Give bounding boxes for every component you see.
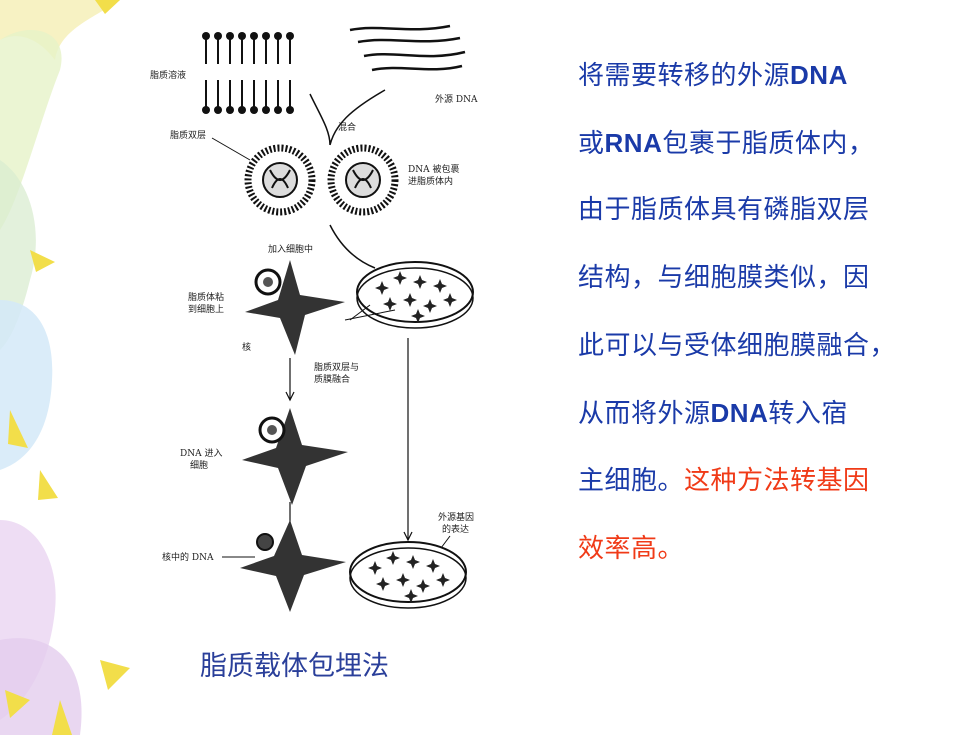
merge-arrow bbox=[309, 89, 386, 146]
dna-strands-icon bbox=[349, 24, 466, 72]
background-decoration bbox=[0, 0, 130, 735]
text-span: 主细胞。 bbox=[578, 466, 685, 497]
label-fusion-1: 脂质双层与 bbox=[314, 361, 359, 373]
text-line-3: 由于脂质体具有磷脂双层 bbox=[578, 195, 870, 226]
text-span: 将需要转移的外源 bbox=[578, 61, 791, 91]
text-span: DNA bbox=[710, 398, 769, 429]
connector-line bbox=[344, 309, 396, 321]
pointer-line bbox=[349, 304, 371, 321]
liposome-diagram: 脂质溶液 外源 DNA 混合 脂质双层 DNA 被包裹 进脂质体内 加入细 bbox=[150, 24, 478, 612]
text-line-2: 或RNA包裹于脂质体内， bbox=[578, 126, 978, 160]
label-dna-in-nucleus: 核中的 DNA bbox=[162, 551, 214, 563]
label-dna-enter-1: DNA 进入 bbox=[180, 448, 222, 459]
highlighted-text: 这种方法转基因 bbox=[684, 466, 870, 497]
text-line-6: 从而将外源DNA转入宿 bbox=[578, 396, 978, 430]
lipid-bilayer-icon bbox=[202, 32, 294, 114]
figure-caption: 脂质载体包埋法 bbox=[200, 651, 389, 682]
cell-icon bbox=[242, 408, 348, 505]
text-span: 转入宿 bbox=[768, 399, 848, 430]
label-lipid-bind-1: 脂质体粘 bbox=[188, 291, 224, 303]
text-span: 从而将外源 bbox=[578, 399, 711, 430]
label-mix: 混合 bbox=[338, 121, 356, 133]
text-line-7: 主细胞。这种方法转基因 bbox=[578, 464, 978, 498]
arrow-curve bbox=[329, 224, 376, 269]
petri-dish-icon bbox=[356, 261, 474, 329]
text-span: DNA bbox=[790, 60, 848, 90]
label-lipid-bind-2: 到细胞上 bbox=[188, 303, 224, 315]
label-dna-wrapped-2: 进脂质体内 bbox=[408, 175, 453, 187]
text-span: RNA bbox=[604, 127, 663, 158]
label-dna-enter-2: 细胞 bbox=[190, 459, 208, 471]
text-line-8: 效率高。 bbox=[578, 533, 685, 564]
label-nucleus: 核 bbox=[242, 341, 251, 353]
liposome-with-dna-icon bbox=[327, 144, 399, 216]
text-line-1: 将需要转移的外源DNA bbox=[578, 58, 978, 92]
body-text: 将需要转移的外源DNA 或RNA包裹于脂质体内， 由于脂质体具有磷脂双层 结构，… bbox=[578, 58, 978, 600]
label-foreign-dna: 外源 DNA bbox=[435, 93, 478, 105]
label-expression-2: 的表达 bbox=[442, 523, 469, 535]
petri-dish-icon bbox=[349, 541, 467, 609]
text-span: 或 bbox=[578, 128, 605, 159]
liposome-icon bbox=[244, 144, 316, 216]
label-add-to-cells: 加入细胞中 bbox=[268, 243, 313, 255]
label-lipid-solution: 脂质溶液 bbox=[150, 69, 186, 81]
label-fusion-2: 质膜融合 bbox=[314, 373, 350, 385]
cell-icon bbox=[245, 260, 345, 355]
cell-icon bbox=[240, 520, 346, 612]
text-line-4: 结构，与细胞膜类似，因 bbox=[578, 263, 870, 294]
text-span: 包裹于脂质体内， bbox=[662, 128, 875, 159]
pointer-line bbox=[211, 137, 251, 161]
text-line-5: 此可以与受体细胞膜融合， bbox=[578, 330, 897, 361]
label-expression-1: 外源基因 bbox=[438, 511, 474, 523]
label-lipid-bilayer: 脂质双层 bbox=[170, 129, 206, 141]
label-dna-wrapped-1: DNA 被包裹 bbox=[408, 163, 459, 175]
